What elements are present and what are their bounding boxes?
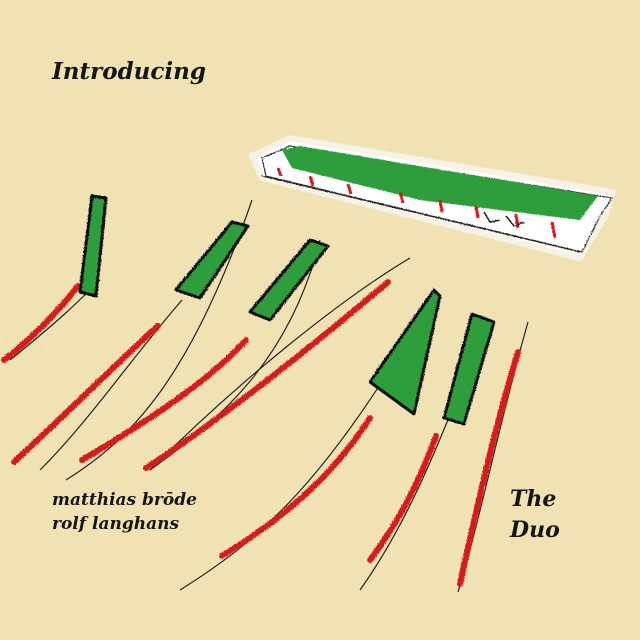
subtitle-line-2: Duo xyxy=(510,517,560,543)
cover-title: Introducing xyxy=(52,58,206,85)
artist-name-2: rolf langhans xyxy=(52,514,180,534)
keyboard-drawing xyxy=(248,134,616,262)
artist-name-1: matthias brōde xyxy=(52,490,197,510)
green-shapes xyxy=(78,194,496,426)
cover-subtitle: The Duo xyxy=(510,484,560,546)
red-strokes xyxy=(1,279,521,587)
artist-names: matthias brōde rolf langhans xyxy=(52,488,197,536)
subtitle-line-1: The xyxy=(510,486,557,512)
